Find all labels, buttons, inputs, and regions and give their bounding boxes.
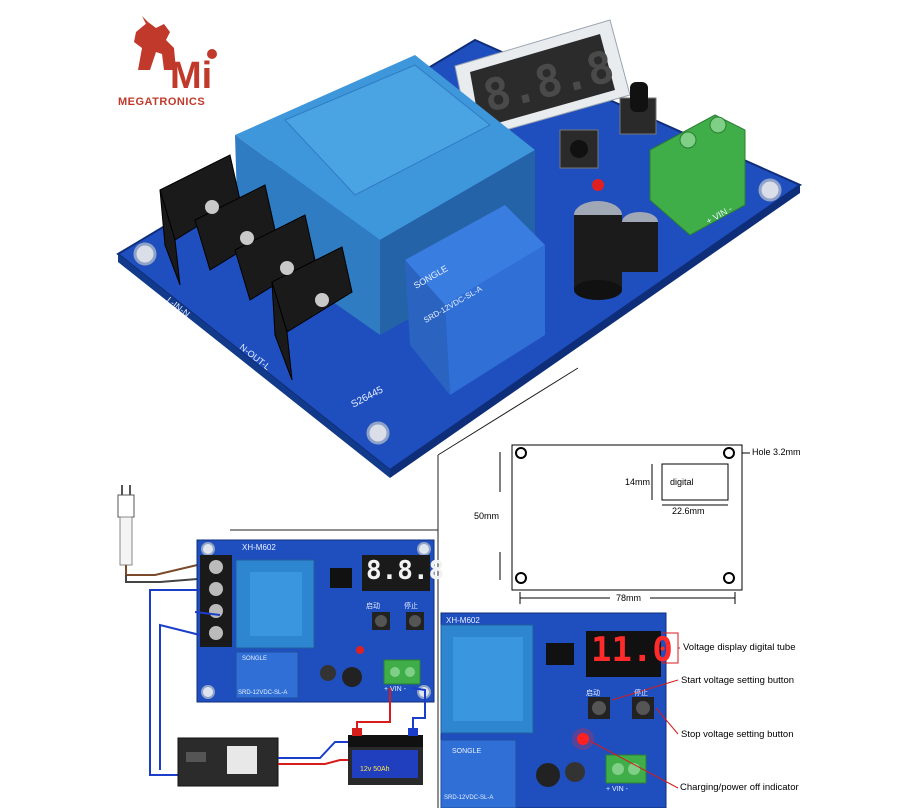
annotated-vin-label: + VIN - — [606, 786, 628, 793]
annotated-relay-brand: SONGLE — [452, 748, 482, 755]
svg-text:Mi: Mi — [170, 55, 212, 94]
wiring-relay-model: SRD-12VDC-SL-A — [238, 690, 288, 696]
battery-label: 12v 50Ah — [360, 766, 390, 773]
wiring-model-label: XH-M602 — [242, 543, 276, 552]
wiring-relay-brand: SONGLE — [242, 656, 268, 662]
annotated-stop-label: 停止 — [634, 690, 648, 697]
annotation-stop-button: Stop voltage setting button — [681, 729, 794, 740]
height-label: 50mm — [474, 511, 500, 521]
hole-label: Hole 3.2mm — [752, 447, 801, 457]
annotation-voltage-display: Voltage display digital tube — [683, 642, 796, 653]
annotated-model-label: XH-M602 — [446, 616, 480, 625]
annotated-relay-model: SRD-12VDC-SL-A — [444, 795, 494, 801]
wiring-display-digits: 8.8.8 — [366, 556, 445, 586]
annotation-charging-indicator: Charging/power off indicator — [680, 782, 799, 793]
digital-height-label: 14mm — [625, 477, 651, 487]
digital-label: digital — [670, 477, 694, 487]
digital-width-label: 22.6mm — [672, 506, 705, 516]
annotated-start-label: 启动 — [586, 690, 600, 697]
logo-text: MEGATRONICS — [118, 96, 206, 108]
wiring-start-label: 启动 — [366, 603, 380, 610]
wiring-stop-label: 停止 — [404, 603, 418, 610]
wiring-vin-label: + VIN - — [384, 686, 406, 693]
width-label: 78mm — [614, 593, 644, 603]
annotation-start-button: Start voltage setting button — [681, 675, 795, 686]
megatronics-logo: Mi — [118, 14, 218, 97]
annotated-display-digits: 11.0 — [591, 630, 673, 670]
main-board-photo: 8.8.8 — [116, 19, 803, 478]
